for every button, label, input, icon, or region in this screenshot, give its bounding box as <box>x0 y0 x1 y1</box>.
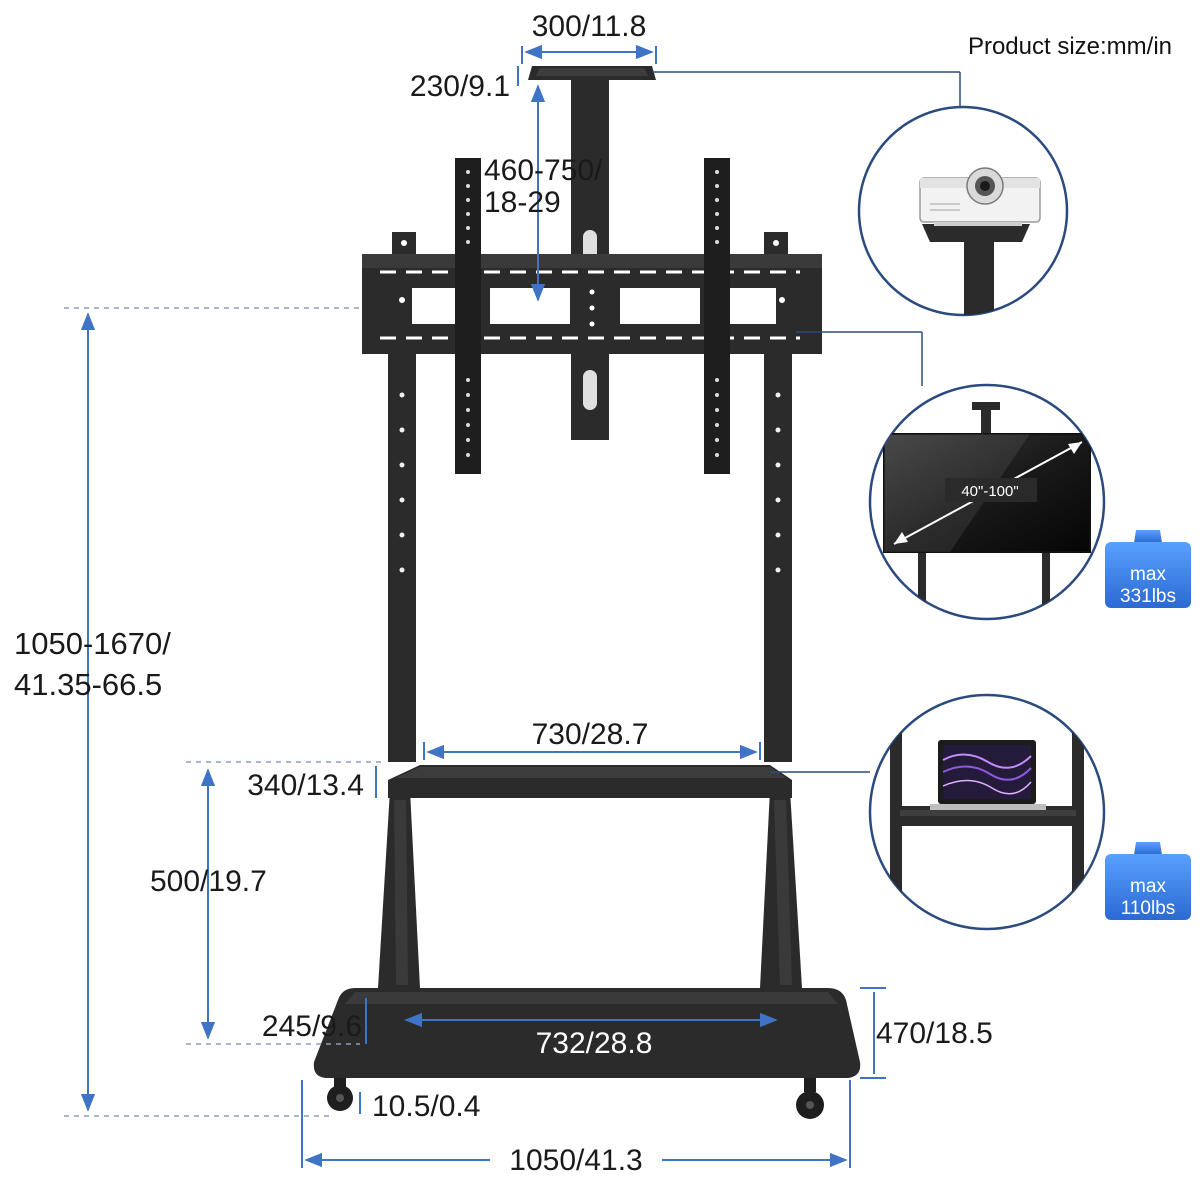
tv-badge-line2: 331lbs <box>1120 586 1176 607</box>
label-wheel-clearance: 10.5/0.4 <box>372 1090 480 1123</box>
label-base-depth: 470/18.5 <box>876 1017 993 1050</box>
weight-badge-shelf: max 110lbs <box>1105 842 1191 920</box>
label-projector-height-1: 460-750/ <box>484 154 603 187</box>
tv-stand <box>313 66 861 1119</box>
tv-size-label: 40"-100" <box>961 483 1018 500</box>
upright-right <box>764 352 792 762</box>
tv-screen-icon: 40"-100" <box>883 433 1091 553</box>
wheel-right <box>796 1078 824 1119</box>
base-tray-rim <box>345 992 838 1004</box>
upright-left <box>388 352 416 762</box>
detail-circle-tv: 40"-100" <box>868 383 1106 621</box>
shelf-badge-line1: max <box>1130 876 1166 897</box>
projector-icon <box>919 167 1041 226</box>
base-tray <box>313 988 861 1078</box>
dimension-lines <box>64 44 961 1168</box>
tv-arm-left <box>455 158 481 474</box>
label-shelf-width: 730/28.7 <box>532 718 649 751</box>
shelf-badge-line2: 110lbs <box>1121 898 1176 919</box>
label-total-height-1: 1050-1670/ <box>14 626 171 661</box>
tv-badge-line1: max <box>1130 564 1166 585</box>
label-total-height-2: 41.35-66.5 <box>14 667 162 702</box>
laptop-icon <box>930 740 1046 810</box>
label-base-height: 245/9.6 <box>262 1010 362 1043</box>
upright-holes <box>399 392 781 573</box>
weight-icon <box>1105 530 1191 608</box>
label-top-plate-depth: 230/9.1 <box>410 70 510 103</box>
weight-badge-tv: max 331lbs <box>1105 530 1191 608</box>
detail-circle-shelf <box>868 693 1106 931</box>
label-shelf-depth: 340/13.4 <box>247 769 364 802</box>
label-top-plate-width: 300/11.8 <box>532 10 647 43</box>
label-base-inner-width: 732/28.8 <box>536 1027 653 1060</box>
label-base-width: 1050/41.3 <box>509 1144 642 1177</box>
detail-circle-projector <box>857 105 1069 317</box>
tv-arm-right <box>704 158 730 474</box>
product-size-label: Product size:mm/in <box>968 33 1172 60</box>
dimension-labels: 300/11.8 230/9.1 460-750/ 18-29 1050-167… <box>14 10 1172 1177</box>
weight-icon <box>1105 842 1191 920</box>
wheel-left <box>327 1078 353 1111</box>
label-projector-height-2: 18-29 <box>484 186 561 219</box>
label-shelf-height: 500/19.7 <box>150 865 267 898</box>
